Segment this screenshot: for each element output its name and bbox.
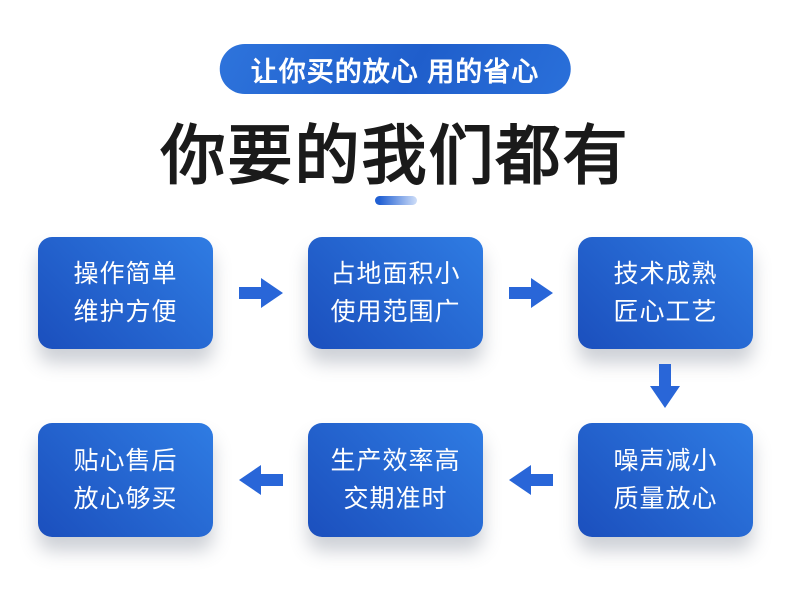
- feature-box-low-noise: 噪声减小 质量放心: [578, 423, 753, 537]
- feature-box-mature-technology: 技术成熟 匠心工艺: [578, 237, 753, 349]
- arrow-shape: [238, 278, 283, 308]
- arrow-shape: [650, 364, 680, 408]
- arrow-right-icon: [238, 278, 283, 308]
- arrow-down-icon: [650, 364, 680, 408]
- feature-box-aftersales: 贴心售后 放心够买: [38, 423, 213, 537]
- feature-box-easy-operation: 操作简单 维护方便: [38, 237, 213, 349]
- tagline-badge-label: 让你买的放心 用的省心: [250, 56, 540, 87]
- feature-line: 交期准时: [343, 485, 448, 513]
- flow-row-bottom: 贴心售后 放心够买 生产效率高 交期准时 噪声减小 质量放心: [38, 423, 753, 537]
- feature-line: 维护方便: [73, 298, 178, 326]
- title-underline-divider: [375, 196, 417, 205]
- arrow-shape: [508, 465, 553, 495]
- connector-cell: [483, 278, 578, 308]
- connector-cell: [650, 364, 680, 408]
- connector-cell: [213, 465, 308, 495]
- feature-line: 匠心工艺: [613, 298, 718, 326]
- connector-cell: [213, 278, 308, 308]
- arrow-shape: [508, 278, 553, 308]
- feature-line: 使用范围广: [330, 298, 461, 326]
- feature-line: 噪声减小: [613, 447, 718, 475]
- feature-box-small-footprint: 占地面积小 使用范围广: [308, 237, 483, 349]
- feature-flow-diagram: 操作简单 维护方便 占地面积小 使用范围广 技术成熟 匠心工艺: [38, 237, 753, 537]
- connector-cell: [483, 465, 578, 495]
- arrow-shape: [238, 465, 283, 495]
- tagline-badge: 让你买的放心 用的省心: [219, 44, 571, 94]
- feature-line: 操作简单: [73, 260, 178, 288]
- feature-line: 贴心售后: [73, 447, 178, 475]
- feature-line: 生产效率高: [330, 447, 461, 475]
- feature-line: 占地面积小: [330, 260, 461, 288]
- arrow-left-icon: [508, 465, 553, 495]
- arrow-left-icon: [238, 465, 283, 495]
- feature-line: 技术成熟: [613, 260, 718, 288]
- feature-line: 放心够买: [73, 485, 178, 513]
- flow-row-top: 操作简单 维护方便 占地面积小 使用范围广 技术成熟 匠心工艺: [38, 237, 753, 349]
- feature-box-production-efficiency: 生产效率高 交期准时: [308, 423, 483, 537]
- flow-row-connector: [38, 349, 753, 423]
- page-title: 你要的我们都有: [160, 119, 630, 192]
- feature-line: 质量放心: [613, 485, 718, 513]
- arrow-right-icon: [508, 278, 553, 308]
